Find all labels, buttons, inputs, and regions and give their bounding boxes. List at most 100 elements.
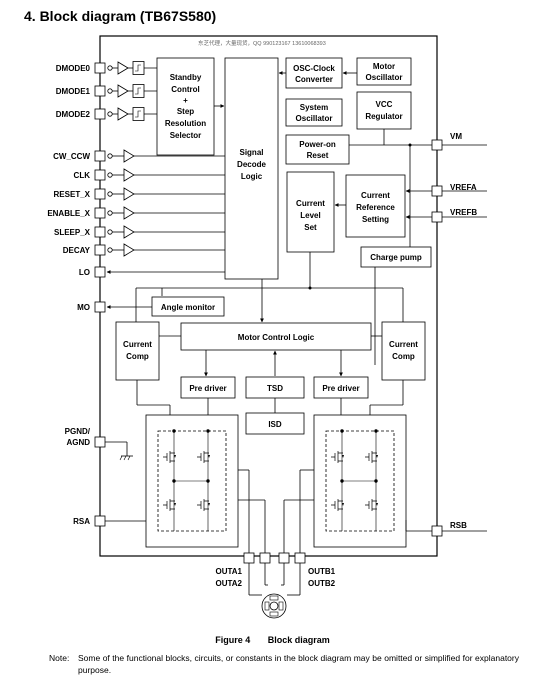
dealer-watermark-text: 东芝代理，大量现货，QQ 990123167 13610068393 bbox=[198, 41, 326, 47]
svg-text:Pre driver: Pre driver bbox=[189, 384, 226, 393]
current-reference-setting-block: Current Reference Setting bbox=[345, 174, 406, 238]
power-on-reset-block: Power-on Reset bbox=[285, 134, 350, 165]
svg-text:Comp: Comp bbox=[126, 352, 149, 361]
svg-text:VCC: VCC bbox=[376, 100, 393, 109]
pin-rsa: RSA bbox=[73, 515, 146, 527]
pre-driver-right-block: Pre driver bbox=[313, 376, 369, 399]
standby-control-block: Standby Control + Step Resolution Select… bbox=[156, 57, 215, 156]
svg-text:RSB: RSB bbox=[450, 521, 467, 530]
svg-text:Step: Step bbox=[177, 107, 194, 116]
svg-text:ENABLE_X: ENABLE_X bbox=[47, 209, 90, 218]
charge-pump-block: Charge pump bbox=[360, 246, 432, 268]
svg-text:VREFB: VREFB bbox=[450, 208, 477, 217]
pin-reset-x: RESET_X bbox=[54, 188, 233, 200]
h-bridge-b bbox=[314, 415, 406, 547]
svg-text:Charge pump: Charge pump bbox=[370, 253, 422, 262]
figure-number: Figure 4 bbox=[215, 635, 251, 645]
output-pins: OUTA1 OUTA2 OUTB1 OUTB2 bbox=[215, 552, 336, 588]
pin-pgnd-agnd: PGND/ AGND bbox=[65, 427, 133, 461]
svg-text:Selector: Selector bbox=[170, 131, 202, 140]
section-heading: 4. Block diagram (TB67S580) bbox=[24, 8, 217, 24]
svg-text:+: + bbox=[183, 96, 188, 105]
svg-text:Power-on: Power-on bbox=[299, 140, 336, 149]
svg-text:Motor: Motor bbox=[373, 62, 395, 71]
pin-enable-x: ENABLE_X bbox=[47, 207, 233, 219]
pin-sleep-x: SLEEP_X bbox=[54, 226, 233, 238]
angle-monitor-block: Angle monitor bbox=[151, 296, 225, 317]
isd-block: ISD bbox=[245, 412, 305, 435]
svg-text:Oscillator: Oscillator bbox=[296, 114, 333, 123]
svg-text:ISD: ISD bbox=[268, 420, 282, 429]
system-oscillator-block: System Oscillator bbox=[285, 98, 343, 127]
svg-text:LO: LO bbox=[79, 268, 90, 277]
svg-text:CW_CCW: CW_CCW bbox=[53, 152, 90, 161]
svg-text:Oscillator: Oscillator bbox=[366, 73, 403, 82]
svg-text:MO: MO bbox=[77, 303, 90, 312]
pin-lo: LO bbox=[79, 266, 225, 278]
pin-vm: VM bbox=[349, 132, 487, 247]
svg-text:Control: Control bbox=[171, 85, 199, 94]
svg-text:Comp: Comp bbox=[392, 352, 415, 361]
svg-text:SLEEP_X: SLEEP_X bbox=[54, 228, 91, 237]
svg-text:Angle monitor: Angle monitor bbox=[161, 303, 215, 312]
current-comp-right-block: Current Comp bbox=[381, 321, 426, 381]
figure-caption: Figure 4 Block diagram bbox=[0, 635, 545, 645]
pin-dmode0: DMODE0 bbox=[56, 62, 165, 75]
pin-decay: DECAY bbox=[63, 244, 233, 256]
svg-text:VM: VM bbox=[450, 132, 462, 141]
figure-title: Block diagram bbox=[267, 635, 330, 645]
svg-text:Set: Set bbox=[304, 223, 317, 232]
pre-driver-left-block: Pre driver bbox=[180, 376, 236, 399]
svg-text:DECAY: DECAY bbox=[63, 246, 91, 255]
vcc-regulator-block: VCC Regulator bbox=[356, 91, 412, 130]
svg-text:Decode: Decode bbox=[237, 160, 266, 169]
svg-text:Setting: Setting bbox=[362, 215, 389, 224]
pin-cw-ccw: CW_CCW bbox=[53, 150, 233, 162]
svg-text:DMODE0: DMODE0 bbox=[56, 64, 91, 73]
svg-text:RSA: RSA bbox=[73, 517, 90, 526]
pin-rsb: RSB bbox=[406, 521, 487, 537]
svg-text:DMODE1: DMODE1 bbox=[56, 87, 91, 96]
pin-mo: MO bbox=[77, 301, 152, 313]
svg-text:Current: Current bbox=[361, 191, 390, 200]
svg-text:System: System bbox=[300, 103, 328, 112]
current-level-set-block: Current Level Set bbox=[286, 171, 335, 253]
note-text: Some of the functional blocks, circuits,… bbox=[78, 653, 519, 675]
svg-text:DMODE2: DMODE2 bbox=[56, 110, 91, 119]
svg-text:Resolution: Resolution bbox=[165, 119, 206, 128]
svg-text:OUTB2: OUTB2 bbox=[308, 579, 336, 588]
svg-text:OUTA2: OUTA2 bbox=[215, 579, 242, 588]
svg-text:Logic: Logic bbox=[241, 172, 263, 181]
svg-text:Reset: Reset bbox=[307, 151, 329, 160]
svg-text:Regulator: Regulator bbox=[365, 112, 402, 121]
svg-text:PGND/: PGND/ bbox=[65, 427, 91, 436]
svg-text:VREFA: VREFA bbox=[450, 183, 477, 192]
pin-vrefa: VREFA bbox=[405, 183, 487, 197]
svg-text:TSD: TSD bbox=[267, 384, 283, 393]
stepper-motor-icon bbox=[248, 563, 301, 619]
current-comp-left-block: Current Comp bbox=[115, 321, 160, 381]
svg-text:CLK: CLK bbox=[74, 171, 91, 180]
motor-oscillator-block: Motor Oscillator bbox=[356, 57, 412, 86]
svg-text:Motor Control Logic: Motor Control Logic bbox=[238, 333, 315, 342]
osc-clock-converter-block: OSC-Clock Converter bbox=[285, 57, 343, 89]
svg-text:OSC-Clock: OSC-Clock bbox=[293, 64, 335, 73]
svg-text:Current: Current bbox=[123, 340, 152, 349]
svg-text:Pre driver: Pre driver bbox=[322, 384, 359, 393]
pin-vrefb: VREFB bbox=[405, 208, 487, 223]
svg-text:AGND: AGND bbox=[66, 438, 90, 447]
svg-text:Standby: Standby bbox=[170, 73, 202, 82]
signal-decode-logic-block: Signal Decode Logic bbox=[224, 57, 279, 280]
svg-text:OUTA1: OUTA1 bbox=[215, 567, 242, 576]
motor-control-logic-block: Motor Control Logic bbox=[180, 322, 372, 351]
svg-text:Current: Current bbox=[296, 199, 325, 208]
h-bridge-a bbox=[146, 415, 238, 547]
pin-dmode2: DMODE2 bbox=[56, 108, 165, 121]
tsd-block: TSD bbox=[245, 376, 305, 399]
svg-text:Converter: Converter bbox=[295, 75, 333, 84]
svg-text:OUTB1: OUTB1 bbox=[308, 567, 336, 576]
pin-dmode1: DMODE1 bbox=[56, 85, 165, 98]
svg-text:Level: Level bbox=[300, 211, 320, 220]
svg-text:RESET_X: RESET_X bbox=[54, 190, 91, 199]
